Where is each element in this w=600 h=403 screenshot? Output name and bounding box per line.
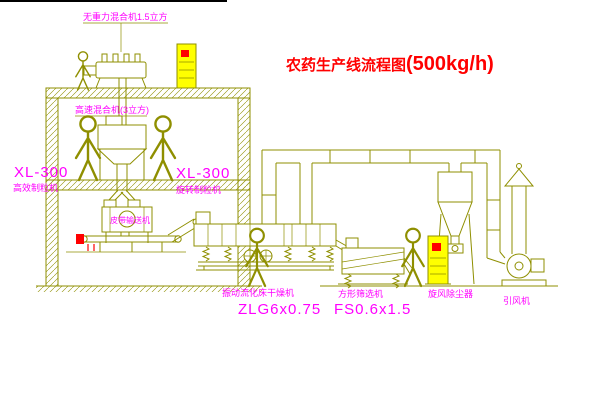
fan-scroll [506, 253, 532, 279]
gravity-mixer-body [95, 61, 147, 79]
granulator-xl300 [101, 199, 153, 243]
cyclone-separator [435, 163, 475, 285]
high-speed-mixer [96, 115, 148, 202]
ground-hatch-left [36, 286, 262, 292]
spring [326, 246, 334, 262]
spring-red [202, 246, 210, 262]
cabinet-a-indicator [181, 50, 189, 57]
cabinet-b-indicator [432, 243, 441, 251]
y-splitter [108, 189, 136, 202]
top-floor-slab [45, 87, 251, 99]
control-cabinet-b [425, 235, 451, 285]
title-capacity: (500kg/h) [406, 53, 494, 75]
person-figure [149, 115, 177, 182]
gravity-mixer-motor [83, 65, 97, 76]
label-fan-name: 引风机 [503, 295, 530, 306]
induced-draft-fan [501, 253, 547, 287]
diagram-title: 农药生产线流程图(500kg/h) [285, 53, 494, 75]
belt-drive-red [76, 234, 84, 244]
label-belt-conveyor: 皮带输送机 [110, 215, 150, 225]
square-sieve [338, 237, 413, 289]
stack-rain-cap [503, 168, 535, 187]
exhaust-stack [503, 163, 535, 254]
label-dryer-model: ZLG6x0.75 [238, 301, 321, 318]
label-sieve-name: 方形筛选机 [338, 288, 383, 299]
label-high-speed-mixer: 高速混合机(3立方) [75, 104, 149, 115]
high-speed-mixer-body [97, 124, 147, 150]
fluid-bed-dryer [193, 211, 351, 271]
label-granulator-mid-model: XL-300 [176, 165, 230, 182]
belt-conveyor [76, 218, 200, 252]
spring [284, 246, 292, 262]
dryer-body [193, 223, 337, 247]
label-granulator-mid-name: 旋转制粒机 [176, 184, 221, 195]
belt-roller [174, 235, 182, 243]
sieve-body [341, 247, 405, 275]
person-figure [401, 227, 425, 288]
fan-motor [530, 258, 545, 273]
fan-base [501, 279, 547, 287]
person-figure [74, 115, 102, 182]
spring [224, 246, 232, 262]
cyclone-cone [437, 201, 473, 237]
label-cyclone-name: 旋风除尘器 [428, 288, 473, 299]
down-pipe-2 [116, 164, 128, 192]
label-granulator-left-model: XL-300 [14, 164, 68, 181]
label-granulator-left-name: 高效制粒机 [13, 182, 58, 193]
dryer-feed-hopper [195, 211, 211, 225]
gravity-mixer [83, 53, 147, 125]
label-dryer-name: 振动流化床干燥机 [222, 287, 294, 298]
exhaust-duct [261, 149, 506, 265]
title-cn: 农药生产线流程图 [285, 56, 406, 74]
cyclone-cylinder [437, 171, 473, 203]
label-sieve-model: FS0.6x1.5 [334, 301, 411, 318]
spring [308, 246, 316, 262]
control-cabinet-a [174, 43, 199, 89]
high-speed-mixer-motor [105, 115, 123, 126]
label-leaders [75, 22, 168, 117]
high-speed-mixer-cone [96, 148, 148, 165]
sieve-inlet [345, 237, 359, 249]
label-gravity-mixer: 无重力混合机1.5立方 [83, 11, 168, 22]
